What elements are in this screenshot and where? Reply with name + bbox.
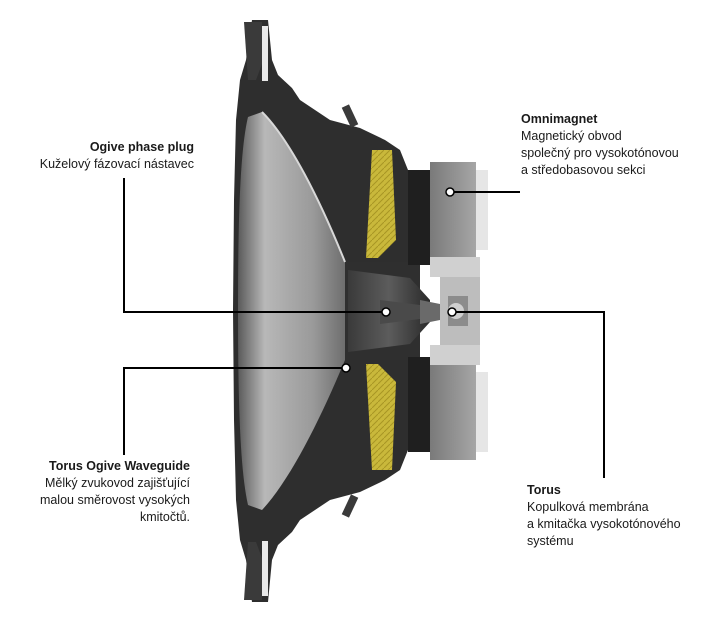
dot-phase-plug bbox=[381, 307, 391, 317]
leader-dots bbox=[341, 187, 457, 373]
label-waveguide: Torus Ogive Waveguide Mělký zvukovod zaj… bbox=[40, 458, 190, 526]
label-omnimagnet: Omnimagnet Magnetický obvod společný pro… bbox=[521, 111, 679, 179]
leader-torus bbox=[452, 311, 605, 478]
dot-torus bbox=[447, 307, 457, 317]
dot-omnimagnet bbox=[445, 187, 455, 197]
leader-waveguide bbox=[123, 367, 346, 455]
label-torus-desc: Kopulková membrána a kmitačka vysokotóno… bbox=[527, 500, 681, 548]
label-waveguide-desc: Mělký zvukovod zajišťující malou směrovo… bbox=[39, 476, 190, 524]
label-phase-plug-desc: Kuželový fázovací nástavec bbox=[39, 157, 194, 171]
label-torus-title: Torus bbox=[527, 483, 561, 497]
leader-phase-plug bbox=[123, 178, 386, 313]
dot-waveguide bbox=[341, 363, 351, 373]
yellow-spider bbox=[366, 150, 396, 470]
leader-lines bbox=[123, 178, 605, 478]
label-omnimagnet-title: Omnimagnet bbox=[521, 112, 598, 126]
label-phase-plug-title: Ogive phase plug bbox=[89, 140, 194, 154]
label-omnimagnet-desc: Magnetický obvod společný pro vysokotóno… bbox=[521, 129, 679, 177]
label-torus: Torus Kopulková membrána a kmitačka vyso… bbox=[527, 482, 681, 550]
label-phase-plug: Ogive phase plug Kuželový fázovací násta… bbox=[40, 139, 194, 173]
label-waveguide-title: Torus Ogive Waveguide bbox=[49, 459, 190, 473]
